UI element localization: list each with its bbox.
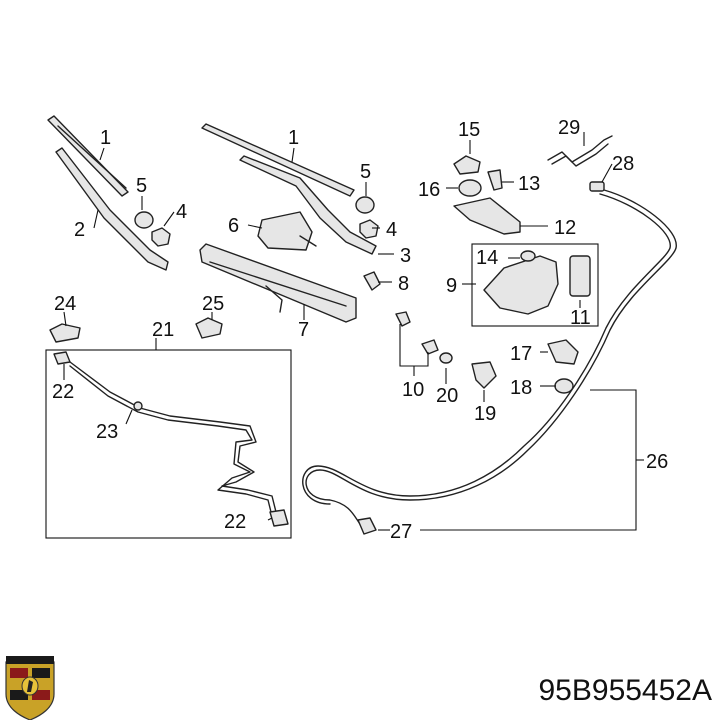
callout-11: 11 [570, 307, 591, 329]
nozzle-22-top [53, 351, 71, 365]
callout-5-center: 5 [360, 161, 371, 183]
callout-25: 25 [202, 293, 224, 315]
hose-29 [547, 135, 613, 167]
callout-5-left: 5 [136, 175, 147, 197]
porsche-crest-logo [5, 656, 55, 720]
callout-6: 6 [228, 215, 239, 237]
callout-27: 27 [390, 521, 412, 543]
bolt-8 [363, 271, 381, 291]
wiper-motor [257, 211, 317, 251]
part-number: 95B955452A [539, 674, 713, 707]
callout-7: 7 [298, 319, 309, 341]
grommet-16 [458, 179, 482, 197]
hose-23 [69, 361, 277, 517]
callout-29: 29 [558, 117, 580, 139]
callout-22-top: 22 [52, 381, 74, 403]
callout-21: 21 [152, 319, 174, 341]
callout-3: 3 [400, 245, 411, 267]
reservoir-box [471, 243, 599, 327]
cap-5-left [134, 211, 154, 229]
bolt-10a [395, 311, 411, 327]
callout-13: 13 [518, 173, 540, 195]
leader-lines [63, 132, 644, 531]
nut-4-center [359, 219, 379, 239]
hose-box-21 [45, 349, 292, 539]
callout-26: 26 [646, 451, 668, 473]
callout-18: 18 [510, 377, 532, 399]
wiper-arm-left [55, 147, 169, 271]
callout-23: 23 [96, 421, 118, 443]
callout-16: 16 [418, 179, 440, 201]
wiper-blade-center [201, 123, 355, 197]
wiper-arm-center [239, 155, 377, 255]
callout-8: 8 [398, 273, 409, 295]
callout-numbers: 1 1 2 3 4 4 5 5 6 7 8 9 10 11 12 13 14 1… [52, 117, 668, 543]
callout-9: 9 [446, 275, 457, 297]
bolt-13 [487, 169, 503, 191]
callout-14: 14 [476, 247, 498, 269]
callout-2: 2 [74, 219, 85, 241]
callout-10: 10 [402, 379, 424, 401]
callout-19: 19 [474, 403, 496, 425]
callout-4-left: 4 [176, 201, 187, 223]
callout-22-bottom: 22 [224, 511, 246, 533]
callout-17: 17 [510, 343, 532, 365]
cap-15 [453, 155, 481, 175]
nut-4-left [151, 227, 171, 247]
pump-17 [547, 339, 579, 365]
bolt-10b [421, 339, 439, 355]
callout-1-left: 1 [100, 127, 111, 149]
grommet-18 [554, 378, 574, 394]
callout-4-center: 4 [386, 219, 397, 241]
connector-27 [357, 517, 377, 535]
callout-1-center: 1 [288, 127, 299, 149]
callout-24: 24 [54, 293, 76, 315]
cap-25 [195, 317, 223, 339]
wiper-blade-left [47, 115, 129, 197]
cap-24 [49, 323, 81, 343]
connector-28 [589, 181, 605, 192]
callout-15: 15 [458, 119, 480, 141]
callout-28: 28 [612, 153, 634, 175]
washer-hose-26 [302, 189, 677, 525]
wiper-linkage [199, 243, 357, 323]
nozzle-22-bottom [269, 509, 289, 527]
washer-20 [439, 352, 453, 364]
bracket-12 [453, 197, 521, 235]
cap-5-center [355, 196, 375, 214]
nozzle-19 [471, 361, 497, 389]
callout-20: 20 [436, 385, 458, 407]
callout-12: 12 [554, 217, 576, 239]
